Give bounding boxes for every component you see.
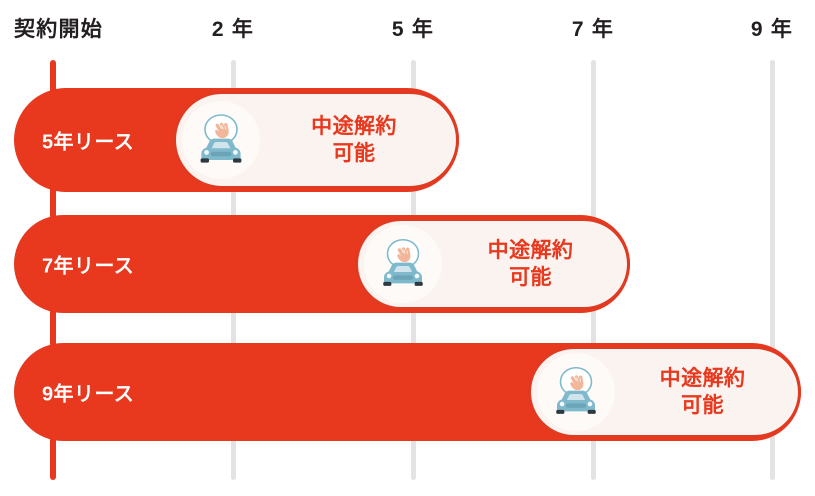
callout-line2-lease-9y: 可能 <box>681 394 724 417</box>
callout-line1-lease-9y: 中途解約 <box>659 366 746 390</box>
bar-label-lease-7y: 7年リース <box>42 255 135 278</box>
callout-text-lease-7y: 中途解約 可能 <box>442 237 627 292</box>
car-with-hand-bubble-icon <box>182 101 260 179</box>
bar-row-lease-5y: 5年リース <box>14 88 459 192</box>
axis-tick-label-7y: 7 年 <box>571 18 615 41</box>
axis-tick-label-5y: 5 年 <box>391 18 435 41</box>
car-with-hand-bubble-icon <box>537 353 615 431</box>
callout-line1-lease-5y: 中途解約 <box>311 114 397 138</box>
callout-text-lease-9y: 中途解約 可能 <box>615 365 798 420</box>
callout-lease-5y: 中途解約 可能 <box>173 91 459 189</box>
callout-lease-7y: 中途解約 可能 <box>355 218 630 310</box>
gridline-9y <box>769 60 775 480</box>
axis-tick-label-2y: 2 年 <box>211 18 255 41</box>
bar-row-lease-7y: 7年リース <box>14 215 630 313</box>
callout-line2-lease-7y: 可能 <box>509 266 552 289</box>
axis-tick-labels: 契約開始 2 年 5 年 7 年 9 年 <box>0 0 815 62</box>
bar-label-lease-5y: 5年リース <box>42 131 135 154</box>
callout-line2-lease-5y: 可能 <box>332 142 376 165</box>
callout-lease-9y: 中途解約 可能 <box>528 346 801 438</box>
axis-tick-label-9y: 9 年 <box>750 18 794 41</box>
axis-tick-label-contract-start: 契約開始 <box>14 18 104 41</box>
bar-row-lease-9y: 9年リース <box>14 343 801 441</box>
bar-label-lease-9y: 9年リース <box>42 383 135 406</box>
callout-line1-lease-7y: 中途解約 <box>487 238 574 262</box>
callout-text-lease-5y: 中途解約 可能 <box>260 113 456 168</box>
car-with-hand-bubble-icon <box>364 225 442 303</box>
